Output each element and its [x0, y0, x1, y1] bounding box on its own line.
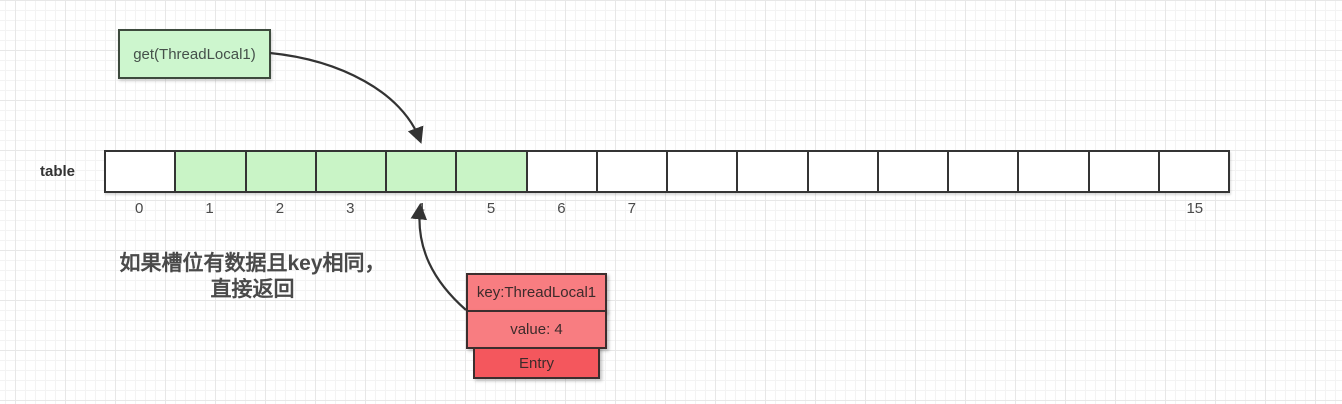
table-cell-13: [1017, 150, 1090, 193]
caption-line-2: 直接返回: [210, 278, 295, 301]
slot-index-5: 5: [486, 200, 496, 217]
caption-text: 如果槽位有数据且key相同， 直接返回: [100, 251, 405, 303]
slot-index-1: 1: [205, 200, 214, 217]
slot-index-12: [949, 200, 1019, 218]
slot-index-7: 7: [627, 200, 636, 217]
table-cell-7: [595, 150, 668, 193]
slot-index-4: 4: [416, 200, 425, 217]
table-cell-5: [455, 150, 528, 193]
table-cell-1: [174, 150, 247, 193]
table-cell-11: [876, 150, 949, 193]
slot-index-2: 2: [275, 200, 285, 217]
arrow-entry-to-slot4: [410, 202, 467, 311]
entry-key-label: key:ThreadLocal1: [476, 284, 597, 301]
table-cell-15: [1157, 150, 1230, 193]
caption-line-1: 如果槽位有数据且key相同，: [119, 252, 386, 275]
table-label: table: [40, 163, 76, 180]
table-cell-10: [806, 150, 879, 193]
table-cell-12: [947, 150, 1020, 193]
get-call-label: get(ThreadLocal1): [133, 45, 256, 63]
table-cell-9: [736, 150, 809, 193]
table-cell-6: [525, 150, 598, 193]
table-cell-0: [104, 150, 177, 193]
table-cell-4: [385, 150, 458, 193]
slot-index-0: 0: [135, 200, 144, 217]
slot-index-labels: 0 1 2 3 4 5 6 7 15: [104, 200, 1230, 218]
hash-table: [104, 150, 1230, 193]
slot-index-11: [878, 200, 948, 218]
table-cell-3: [314, 150, 387, 193]
entry-box: key:ThreadLocal1 value: 4 Entry: [466, 273, 607, 379]
slot-index-15: 15: [1186, 200, 1204, 217]
entry-key-row: key:ThreadLocal1: [466, 273, 607, 312]
slot-index-14: [1089, 200, 1159, 218]
entry-title-label: Entry: [518, 354, 554, 372]
slot-index-8: [667, 200, 737, 218]
table-cell-2: [244, 150, 317, 193]
slot-index-6: 6: [557, 200, 566, 217]
entry-value-label: value: 4: [510, 321, 563, 338]
get-call-box: get(ThreadLocal1): [118, 29, 271, 79]
entry-title-row: Entry: [473, 347, 600, 379]
slot-index-13: [1019, 200, 1089, 218]
slot-index-10: [808, 200, 878, 218]
table-cell-14: [1087, 150, 1160, 193]
table-cell-8: [666, 150, 739, 193]
arrow-get-to-slot4: [269, 51, 424, 144]
slot-index-9: [737, 200, 807, 218]
slot-index-3: 3: [346, 200, 355, 217]
entry-value-row: value: 4: [466, 310, 607, 349]
